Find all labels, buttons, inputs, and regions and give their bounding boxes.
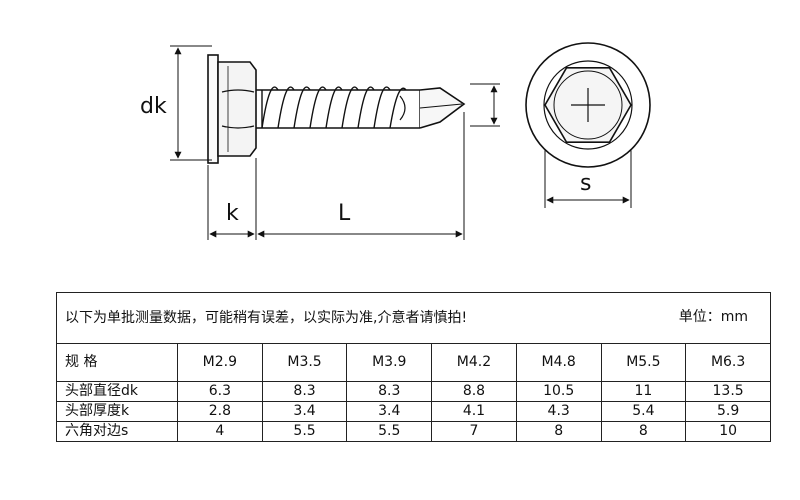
- screw-side-view: [207, 54, 466, 164]
- size-cell: M4.2: [431, 343, 517, 382]
- size-header-row: 规 格 M2.9 M3.5 M3.9 M4.2 M4.8 M5.5 M6.3: [56, 343, 771, 382]
- unit-text: 单位：mm: [678, 309, 748, 325]
- row-label: 头部直径dk: [56, 381, 178, 402]
- hex-head: [217, 61, 257, 157]
- size-cell: M5.5: [600, 343, 687, 382]
- size-cell: M2.9: [177, 343, 263, 382]
- size-cell: M3.9: [346, 343, 433, 382]
- value-cell: 8: [515, 421, 602, 442]
- size-cell: M6.3: [685, 343, 771, 382]
- washer-flange: [207, 54, 219, 164]
- value-cell: 8: [600, 421, 687, 442]
- value-cell: 4.1: [431, 401, 517, 422]
- header-label: 规 格: [56, 343, 178, 382]
- value-cell: 8.3: [261, 381, 348, 402]
- value-cell: 5.5: [261, 421, 348, 442]
- value-cell: 8.3: [346, 381, 433, 402]
- value-cell: 10.5: [515, 381, 602, 402]
- note-text: 以下为单批测量数据，可能稍有误差，以实际为准,介意者请慎拍!: [65, 309, 468, 326]
- dk-dimension: [170, 45, 212, 161]
- row-label: 头部厚度k: [56, 401, 178, 422]
- row-label: 六角对边s: [56, 421, 178, 442]
- value-cell: 3.4: [346, 401, 433, 422]
- value-cell: 5.9: [685, 401, 771, 422]
- length-dimensions: [207, 112, 465, 240]
- screw-end-view: [525, 42, 651, 168]
- value-cell: 2.8: [177, 401, 263, 422]
- value-cell: 7: [431, 421, 517, 442]
- value-cell: 8.8: [431, 381, 517, 402]
- value-cell: 5.4: [600, 401, 687, 422]
- table-row: 头部厚度k 2.8 3.4 3.4 4.1 4.3 5.4 5.9: [56, 401, 771, 422]
- s-label: s: [580, 171, 591, 196]
- screw-technical-drawing: dk k L s: [140, 42, 651, 240]
- value-cell: 6.3: [177, 381, 263, 402]
- L-label: L: [338, 201, 351, 226]
- drill-point: [419, 87, 466, 129]
- specification-table: 以下为单批测量数据，可能稍有误差，以实际为准,介意者请慎拍! 单位：mm 规 格…: [56, 292, 771, 442]
- value-cell: 4.3: [515, 401, 602, 422]
- threads: [261, 86, 421, 129]
- note-cell: 以下为单批测量数据，可能稍有误差，以实际为准,介意者请慎拍! 单位：mm: [56, 292, 771, 344]
- k-label: k: [226, 201, 239, 226]
- dk-label: dk: [140, 94, 167, 119]
- value-cell: 4: [177, 421, 263, 442]
- value-cell: 3.4: [261, 401, 348, 422]
- threaded-shank: [256, 89, 420, 129]
- size-cell: M3.5: [261, 343, 348, 382]
- washer-circle: [525, 42, 651, 168]
- note-row: 以下为单批测量数据，可能稍有误差，以实际为准,介意者请慎拍! 单位：mm: [56, 292, 771, 344]
- size-cell: M4.8: [515, 343, 602, 382]
- s-dimension: [544, 150, 632, 208]
- value-cell: 5.5: [346, 421, 433, 442]
- value-cell: 10: [685, 421, 771, 442]
- table-row: 头部直径dk 6.3 8.3 8.3 8.8 10.5 11 13.5: [56, 381, 771, 402]
- thread-diameter-dimension: [470, 83, 500, 127]
- value-cell: 13.5: [685, 381, 771, 402]
- table-row: 六角对边s 4 5.5 5.5 7 8 8 10: [56, 421, 771, 442]
- value-cell: 11: [600, 381, 687, 402]
